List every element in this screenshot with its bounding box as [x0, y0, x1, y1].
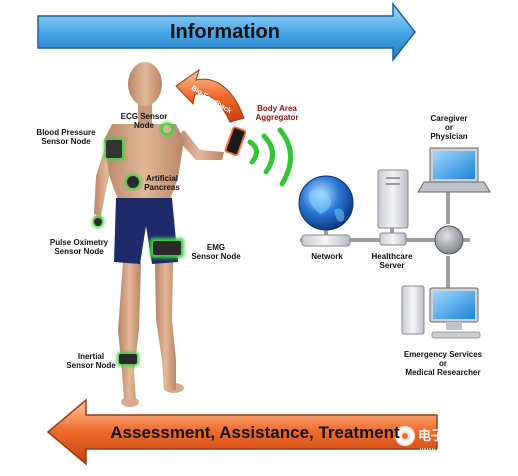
healthcare-server-icon — [377, 169, 409, 246]
watermark-url: www.elecfans.com — [420, 447, 478, 454]
information-banner — [37, 1, 416, 63]
aggregator-device — [224, 126, 247, 156]
watermark-text: 电子发烧友 — [418, 428, 484, 443]
network-hub-icon — [434, 225, 464, 255]
laptop-icon — [417, 147, 491, 193]
pulse-oximetry-sensor-node — [92, 216, 104, 228]
blood-pressure-sensor-node — [104, 138, 124, 160]
network-globe-icon — [298, 175, 354, 231]
wireless-signal — [247, 127, 293, 187]
artificial-pancreas-node — [125, 174, 141, 190]
biofeedback-arrow — [175, 68, 245, 123]
assessment-banner-label: Assessment, Assistance, Treatment — [110, 423, 400, 442]
desktop-computer-icon — [401, 285, 481, 339]
emg-sensor-node — [150, 238, 184, 258]
assessment-banner — [46, 398, 438, 466]
information-banner-label: Information — [170, 21, 280, 43]
watermark-logo-icon — [395, 426, 415, 446]
network-label: Network — [311, 252, 343, 261]
network-switch-icon — [301, 234, 351, 247]
inertial-sensor-node — [117, 352, 139, 366]
ecg-sensor-node — [160, 122, 174, 136]
